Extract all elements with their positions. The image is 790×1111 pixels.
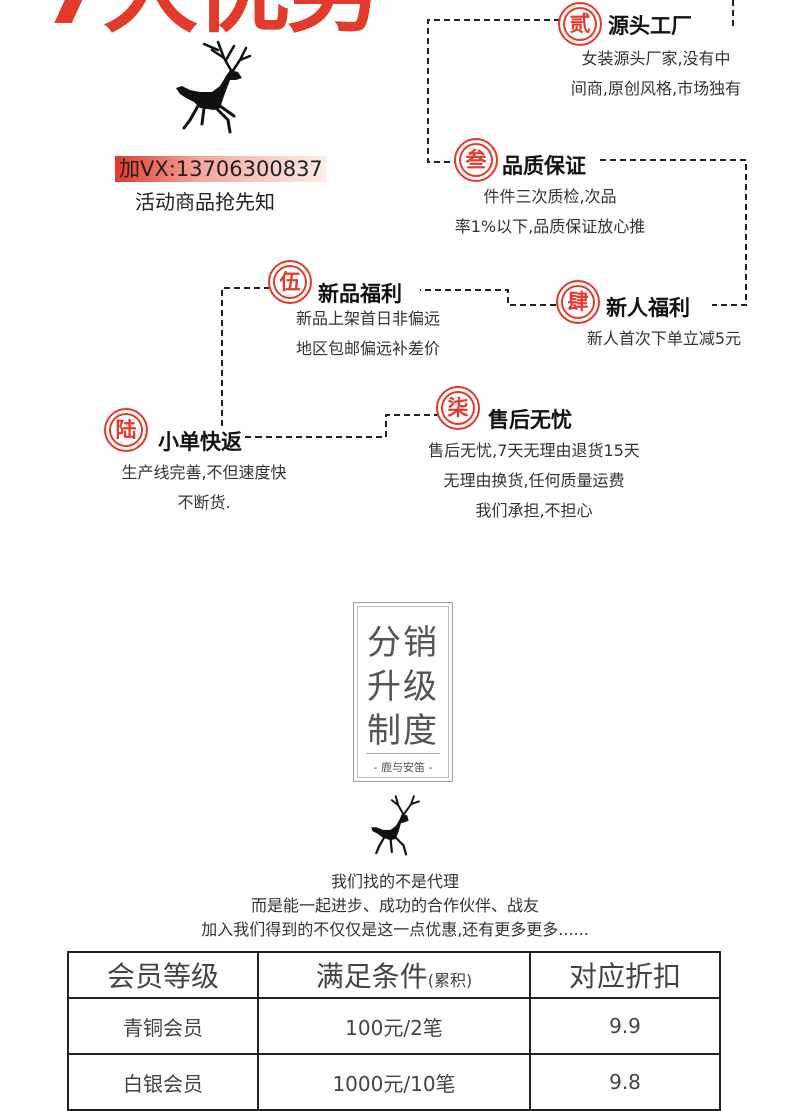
feature-desc-line: 率1%以下,品质保证放心推 [454, 217, 646, 236]
feature-badge: 叁 [454, 138, 498, 182]
stamp-line: 升级 [367, 667, 439, 707]
feature-desc-line: 地区包邮偏远补差价 [295, 339, 440, 358]
table-header-row: 会员等级 满足条件(累积) 对应折扣 [67, 951, 721, 999]
cell-discount: 9.9 [529, 997, 721, 1055]
feature-desc-line: 新人首次下单立减5元 [586, 329, 742, 348]
feature-title: 新品福利 [316, 278, 404, 308]
membership-table: 会员等级 满足条件(累积) 对应折扣 青铜会员 100元/2笔 9.9 白银会员… [67, 951, 721, 1111]
header-condition-label: 满足条件 [315, 960, 428, 993]
cell-level: 白银会员 [67, 1053, 259, 1111]
feature-desc-line: 女装源头厂家,没有中 [581, 49, 731, 68]
feature-desc: 新人首次下单立减5元 [574, 324, 754, 354]
feature-desc-line: 新品上架首日非偏远 [295, 309, 440, 328]
section-heading-stamp: 分销 升级 制度 - 鹿与安笛 - [353, 602, 453, 782]
feature-desc: 新品上架首日非偏远 地区包邮偏远补差价 [280, 304, 456, 364]
feature-desc-line: 售后无忧,7天无理由退货15天 [428, 441, 640, 460]
table-row: 青铜会员 100元/2笔 9.9 [67, 997, 721, 1055]
cell-level: 青铜会员 [67, 997, 259, 1055]
header-level: 会员等级 [67, 951, 259, 999]
tagline-line: 而是能一起进步、成功的合作伙伴、战友 [250, 896, 539, 915]
page-title: 7大优势 [40, 0, 383, 38]
feature-desc-line: 我们承担,不担心 [475, 501, 593, 520]
feature-title: 小单快返 [156, 426, 244, 456]
stamp-subtitle: - 鹿与安笛 - [373, 761, 433, 774]
deer-logo-icon [176, 40, 252, 134]
stamp-line: 分销 [367, 623, 439, 663]
feature-badge: 陆 [104, 408, 148, 452]
feature-desc: 生产线完善,不但速度快 不断货. [108, 458, 300, 518]
cell-condition: 1000元/10笔 [257, 1053, 531, 1111]
cell-condition: 100元/2笔 [257, 997, 531, 1055]
feature-badge: 伍 [268, 260, 312, 304]
header-condition: 满足条件(累积) [257, 951, 531, 999]
promo-text: 活动商品抢先知 [135, 190, 275, 214]
feature-desc-line: 件件三次质检,次品 [483, 187, 617, 206]
feature-desc-line: 生产线完善,不但速度快 [121, 463, 287, 482]
table-row: 白银会员 1000元/10笔 9.8 [67, 1053, 721, 1111]
feature-desc-line: 不断货. [177, 493, 231, 512]
feature-badge: 柒 [436, 386, 480, 430]
wechat-contact[interactable]: 加VX:13706300837 [115, 156, 327, 182]
feature-title: 源头工厂 [606, 10, 694, 40]
feature-badge: 贰 [558, 2, 602, 46]
tagline-line: 我们找的不是代理 [330, 872, 459, 891]
cell-discount: 9.8 [529, 1053, 721, 1111]
stamp-divider [366, 753, 440, 754]
feature-desc: 售后无忧,7天无理由退货15天 无理由换货,任何质量运费 我们承担,不担心 [414, 436, 654, 526]
feature-desc: 女装源头厂家,没有中 间商,原创风格,市场独有 [560, 44, 752, 104]
feature-desc: 件件三次质检,次品 率1%以下,品质保证放心推 [440, 182, 660, 242]
feature-desc-line: 无理由换货,任何质量运费 [443, 471, 625, 490]
feature-title: 品质保证 [500, 150, 588, 180]
feature-desc-line: 间商,原创风格,市场独有 [570, 79, 742, 98]
feature-badge: 肆 [556, 280, 600, 324]
header-condition-note: (累积) [427, 971, 473, 990]
stamp-line: 制度 [367, 711, 439, 751]
header-discount: 对应折扣 [529, 951, 721, 999]
tagline-line: 加入我们得到的不仅仅是这一点优惠,还有更多更多...... [201, 920, 589, 939]
feature-title: 售后无忧 [486, 404, 574, 434]
feature-title: 新人福利 [604, 292, 692, 322]
deer-small-icon [371, 795, 420, 856]
